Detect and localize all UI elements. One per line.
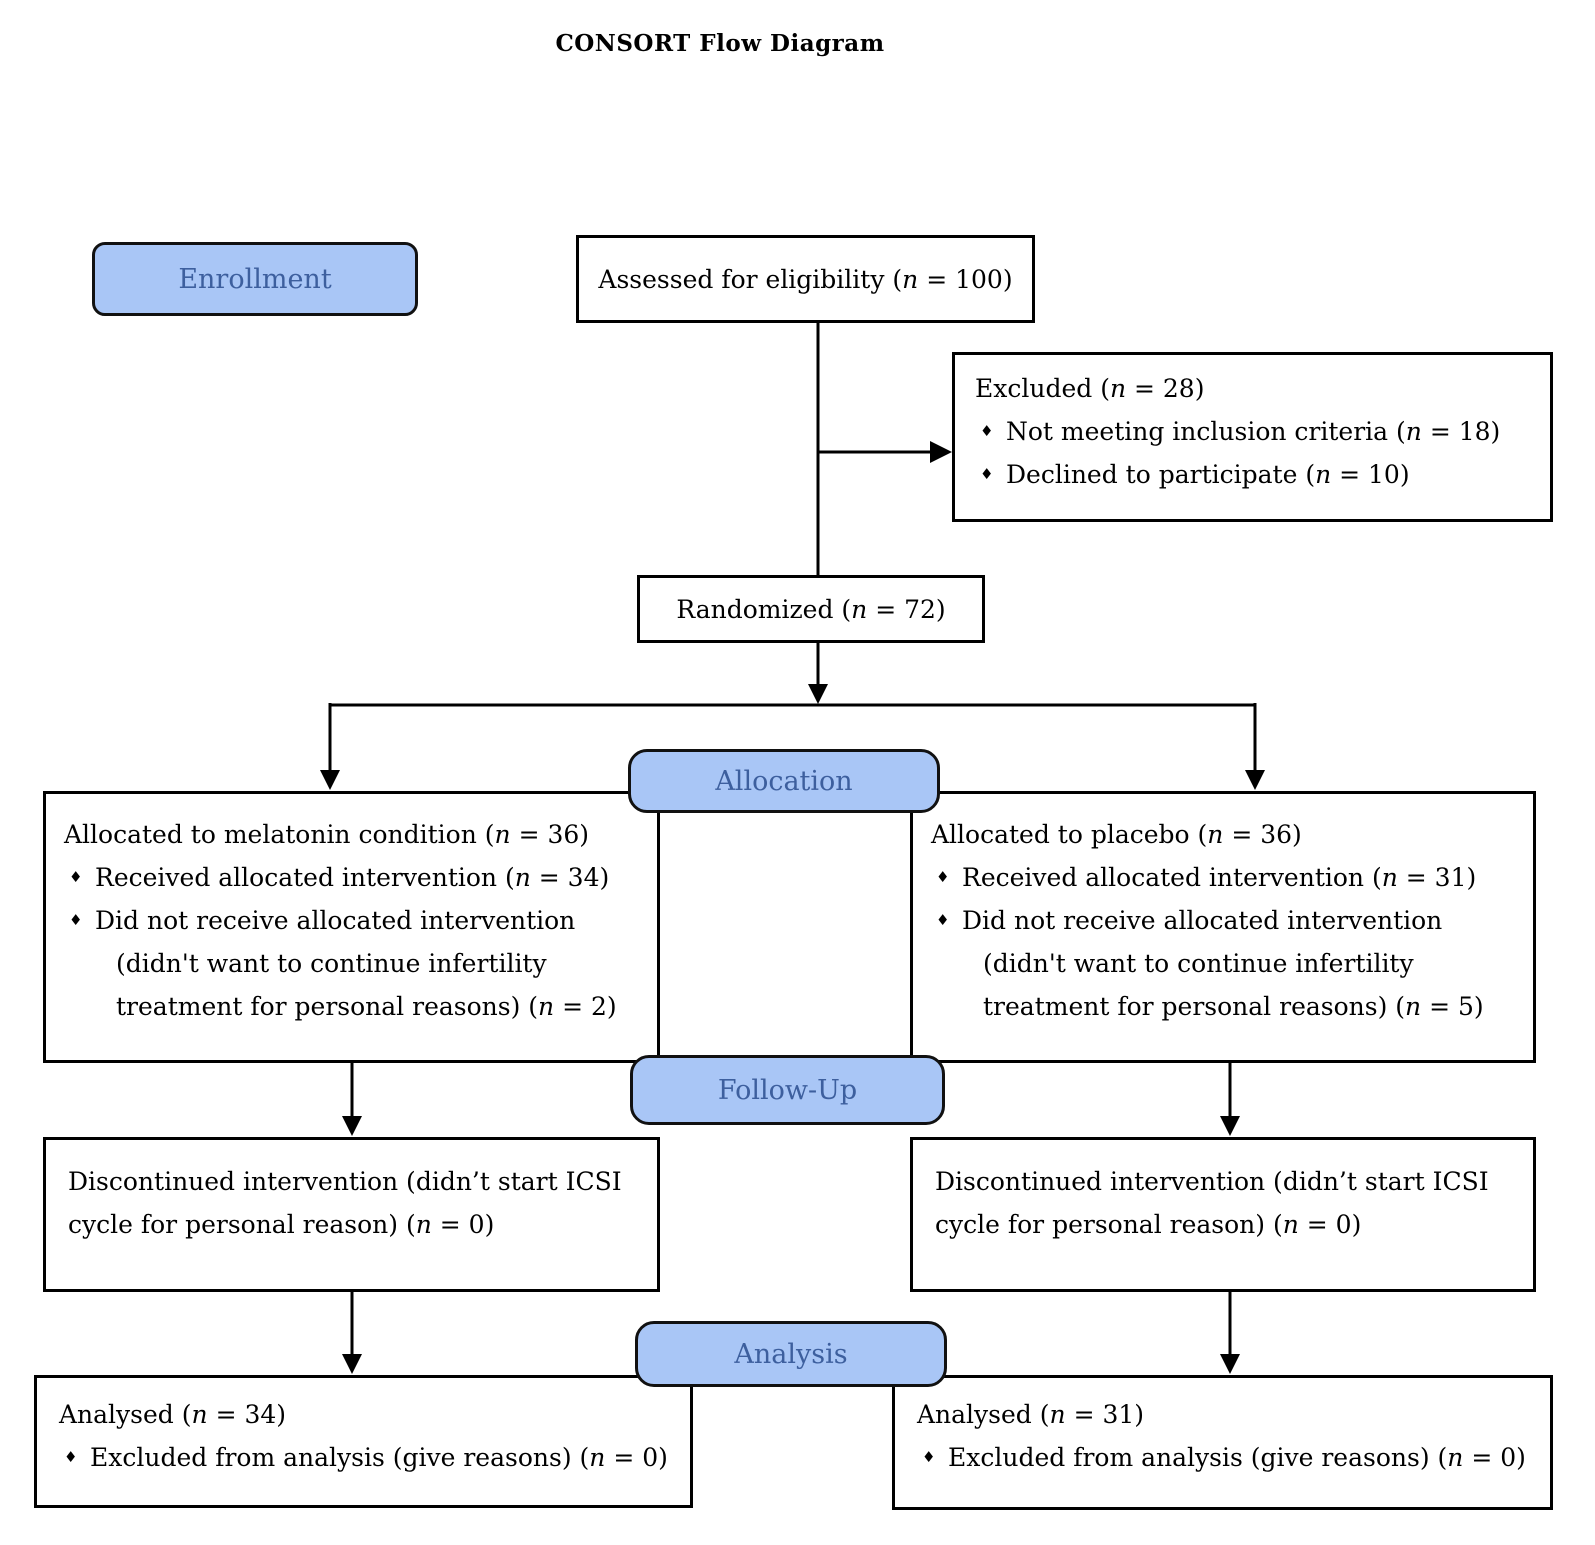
diamond-bullet-icon: ♦: [980, 422, 994, 440]
excluded-bullet-1: ♦ Not meeting inclusion criteria (n = 18…: [975, 410, 1530, 453]
diamond-bullet-icon: ♦: [64, 1448, 78, 1466]
excluded-bullet-2-text: Declined to participate (n = 10): [1006, 460, 1410, 489]
assessed-text: Assessed for eligibility (n = 100): [598, 264, 1013, 294]
box-analysed-melatonin: Analysed (n = 34) ♦ Excluded from analys…: [34, 1375, 693, 1508]
arrowhead-down-alloc-right: [1245, 770, 1265, 790]
alloc-right-bullet-1: ♦ Received allocated intervention (n = 3…: [931, 856, 1515, 899]
box-allocated-melatonin: Allocated to melatonin condition (n = 36…: [43, 791, 660, 1063]
arrowhead-right-excluded: [930, 441, 952, 463]
box-discontinued-placebo: Discontinued intervention (didn’t start …: [910, 1137, 1536, 1292]
arrowhead-down-analysis-left: [342, 1354, 362, 1374]
arrowhead-down-followup-left: [342, 1116, 362, 1136]
excluded-title: Excluded (n = 28): [975, 374, 1205, 403]
box-discontinued-melatonin: Discontinued intervention (didn’t start …: [43, 1137, 660, 1292]
stage-label-allocation: Allocation: [628, 749, 940, 813]
stage-label-enrollment: Enrollment: [92, 242, 418, 316]
diamond-bullet-icon: ♦: [922, 1448, 936, 1466]
alloc-right-bullet-1-text: Received allocated intervention (n = 31): [962, 863, 1477, 892]
analysed-right-title: Analysed (n = 31): [917, 1400, 1145, 1429]
analysed-right-bullet-text: Excluded from analysis (give reasons) (n…: [948, 1443, 1526, 1472]
diamond-bullet-icon: ♦: [980, 465, 994, 483]
box-allocated-placebo: Allocated to placebo (n = 36) ♦ Received…: [910, 791, 1536, 1063]
flowchart-title: CONSORT Flow Diagram: [555, 30, 885, 57]
diamond-bullet-icon: ♦: [69, 868, 83, 886]
disc-right-line-1: Discontinued intervention (didn’t start …: [935, 1167, 1489, 1196]
analysed-left-bullet: ♦ Excluded from analysis (give reasons) …: [59, 1436, 668, 1479]
disc-left-line-1: Discontinued intervention (didn’t start …: [68, 1167, 622, 1196]
excluded-bullet-2: ♦ Declined to participate (n = 10): [975, 453, 1530, 496]
excluded-bullet-1-text: Not meeting inclusion criteria (n = 18): [1006, 417, 1501, 446]
disc-right-line-2: cycle for personal reason) (n = 0): [935, 1210, 1362, 1239]
stage-label-followup: Follow-Up: [630, 1055, 945, 1125]
arrowhead-down-analysis-right: [1220, 1354, 1240, 1374]
disc-left-line-2: cycle for personal reason) (n = 0): [68, 1210, 495, 1239]
analysed-right-bullet: ♦ Excluded from analysis (give reasons) …: [917, 1436, 1528, 1479]
diamond-bullet-icon: ♦: [69, 911, 83, 929]
box-randomized: Randomized (n = 72): [637, 575, 985, 643]
alloc-left-bullet-2-cont-2: treatment for personal reasons) (n = 2): [116, 992, 617, 1021]
randomized-text: Randomized (n = 72): [676, 594, 946, 624]
alloc-right-bullet-2-text: Did not receive allocated intervention: [962, 906, 1443, 935]
box-assessed: Assessed for eligibility (n = 100): [576, 235, 1035, 323]
stage-label-analysis: Analysis: [635, 1321, 947, 1387]
analysed-left-bullet-text: Excluded from analysis (give reasons) (n…: [90, 1443, 668, 1472]
alloc-left-bullet-2-text: Did not receive allocated intervention: [95, 906, 576, 935]
alloc-left-bullet-2-cont-1: (didn't want to continue infertility: [116, 949, 547, 978]
arrowhead-down-alloc-left: [320, 770, 340, 790]
alloc-left-bullet-2: ♦ Did not receive allocated intervention: [64, 899, 639, 942]
alloc-left-title: Allocated to melatonin condition (n = 36…: [64, 820, 590, 849]
alloc-right-bullet-2-cont-2: treatment for personal reasons) (n = 5): [983, 992, 1484, 1021]
alloc-left-bullet-1-text: Received allocated intervention (n = 34): [95, 863, 610, 892]
alloc-right-title: Allocated to placebo (n = 36): [931, 820, 1302, 849]
alloc-left-bullet-1: ♦ Received allocated intervention (n = 3…: [64, 856, 639, 899]
box-excluded: Excluded (n = 28) ♦ Not meeting inclusio…: [952, 352, 1553, 522]
alloc-right-bullet-2: ♦ Did not receive allocated intervention: [931, 899, 1515, 942]
arrowhead-down-followup-right: [1220, 1116, 1240, 1136]
analysed-left-title: Analysed (n = 34): [59, 1400, 287, 1429]
box-analysed-placebo: Analysed (n = 31) ♦ Excluded from analys…: [892, 1375, 1553, 1510]
diamond-bullet-icon: ♦: [936, 868, 950, 886]
arrowhead-down-branch: [808, 684, 828, 704]
diamond-bullet-icon: ♦: [936, 911, 950, 929]
alloc-right-bullet-2-cont-1: (didn't want to continue infertility: [983, 949, 1414, 978]
